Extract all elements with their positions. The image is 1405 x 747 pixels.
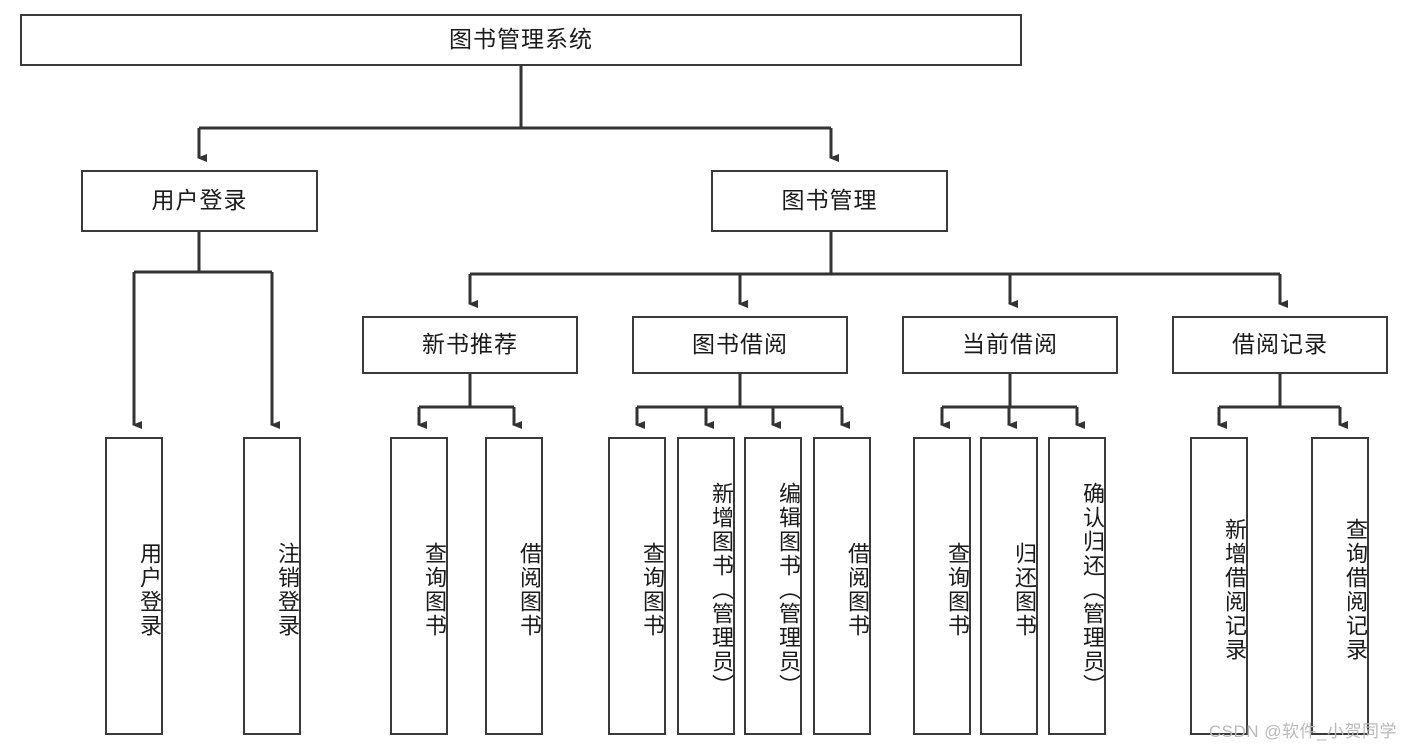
leaf-add-book-admin-label: 新增图书（管理员）	[709, 482, 734, 698]
leaf-borrow-book-recommend-label: 借阅图书	[517, 542, 542, 638]
node-new-book-recommend[interactable]: 新书推荐	[362, 316, 578, 374]
node-book-borrow[interactable]: 图书借阅	[632, 316, 848, 374]
leaf-query-book-borrow[interactable]: 查询图书	[608, 437, 666, 735]
node-user-login[interactable]: 用户登录	[81, 170, 318, 232]
leaf-borrow-book-label: 借阅图书	[845, 542, 870, 638]
leaf-query-book-recommend-label: 查询图书	[422, 542, 447, 638]
node-borrow-record[interactable]: 借阅记录	[1172, 316, 1388, 374]
leaf-confirm-return-admin-label: 确认归还（管理员）	[1080, 482, 1105, 698]
leaf-query-borrow-record-label: 查询借阅记录	[1343, 518, 1368, 662]
leaf-confirm-return-admin[interactable]: 确认归还（管理员）	[1048, 437, 1106, 735]
node-new-book-recommend-label: 新书推荐	[422, 331, 518, 358]
leaf-borrow-book[interactable]: 借阅图书	[813, 437, 871, 735]
leaf-return-book-label: 归还图书	[1012, 542, 1037, 638]
leaf-logout[interactable]: 注销登录	[243, 437, 301, 735]
leaf-borrow-book-recommend[interactable]: 借阅图书	[485, 437, 543, 735]
leaf-user-login-label: 用户登录	[137, 542, 162, 638]
node-user-login-label: 用户登录	[151, 187, 248, 214]
leaf-query-book-borrow-label: 查询图书	[640, 542, 665, 638]
leaf-query-book-recommend[interactable]: 查询图书	[390, 437, 448, 735]
leaf-add-borrow-record[interactable]: 新增借阅记录	[1190, 437, 1248, 735]
node-book-management-label: 图书管理	[781, 187, 878, 214]
leaf-logout-label: 注销登录	[275, 542, 300, 638]
node-book-borrow-label: 图书借阅	[692, 331, 788, 358]
leaf-query-borrow-record[interactable]: 查询借阅记录	[1311, 437, 1369, 735]
node-root[interactable]: 图书管理系统	[20, 14, 1022, 66]
node-current-borrow-label: 当前借阅	[962, 331, 1058, 358]
leaf-query-book-current[interactable]: 查询图书	[913, 437, 971, 735]
leaf-user-login[interactable]: 用户登录	[105, 437, 163, 735]
csdn-watermark: CSDN @软件_小贺同学	[1208, 722, 1397, 741]
leaf-add-book-admin[interactable]: 新增图书（管理员）	[677, 437, 735, 735]
leaf-edit-book-admin[interactable]: 编辑图书（管理员）	[744, 437, 802, 735]
leaf-edit-book-admin-label: 编辑图书（管理员）	[776, 482, 801, 698]
leaf-query-book-current-label: 查询图书	[945, 542, 970, 638]
leaf-return-book[interactable]: 归还图书	[980, 437, 1038, 735]
node-current-borrow[interactable]: 当前借阅	[902, 316, 1118, 374]
node-root-label: 图书管理系统	[449, 26, 593, 53]
node-borrow-record-label: 借阅记录	[1232, 331, 1328, 358]
leaf-add-borrow-record-label: 新增借阅记录	[1222, 518, 1247, 662]
node-book-management[interactable]: 图书管理	[711, 170, 948, 232]
